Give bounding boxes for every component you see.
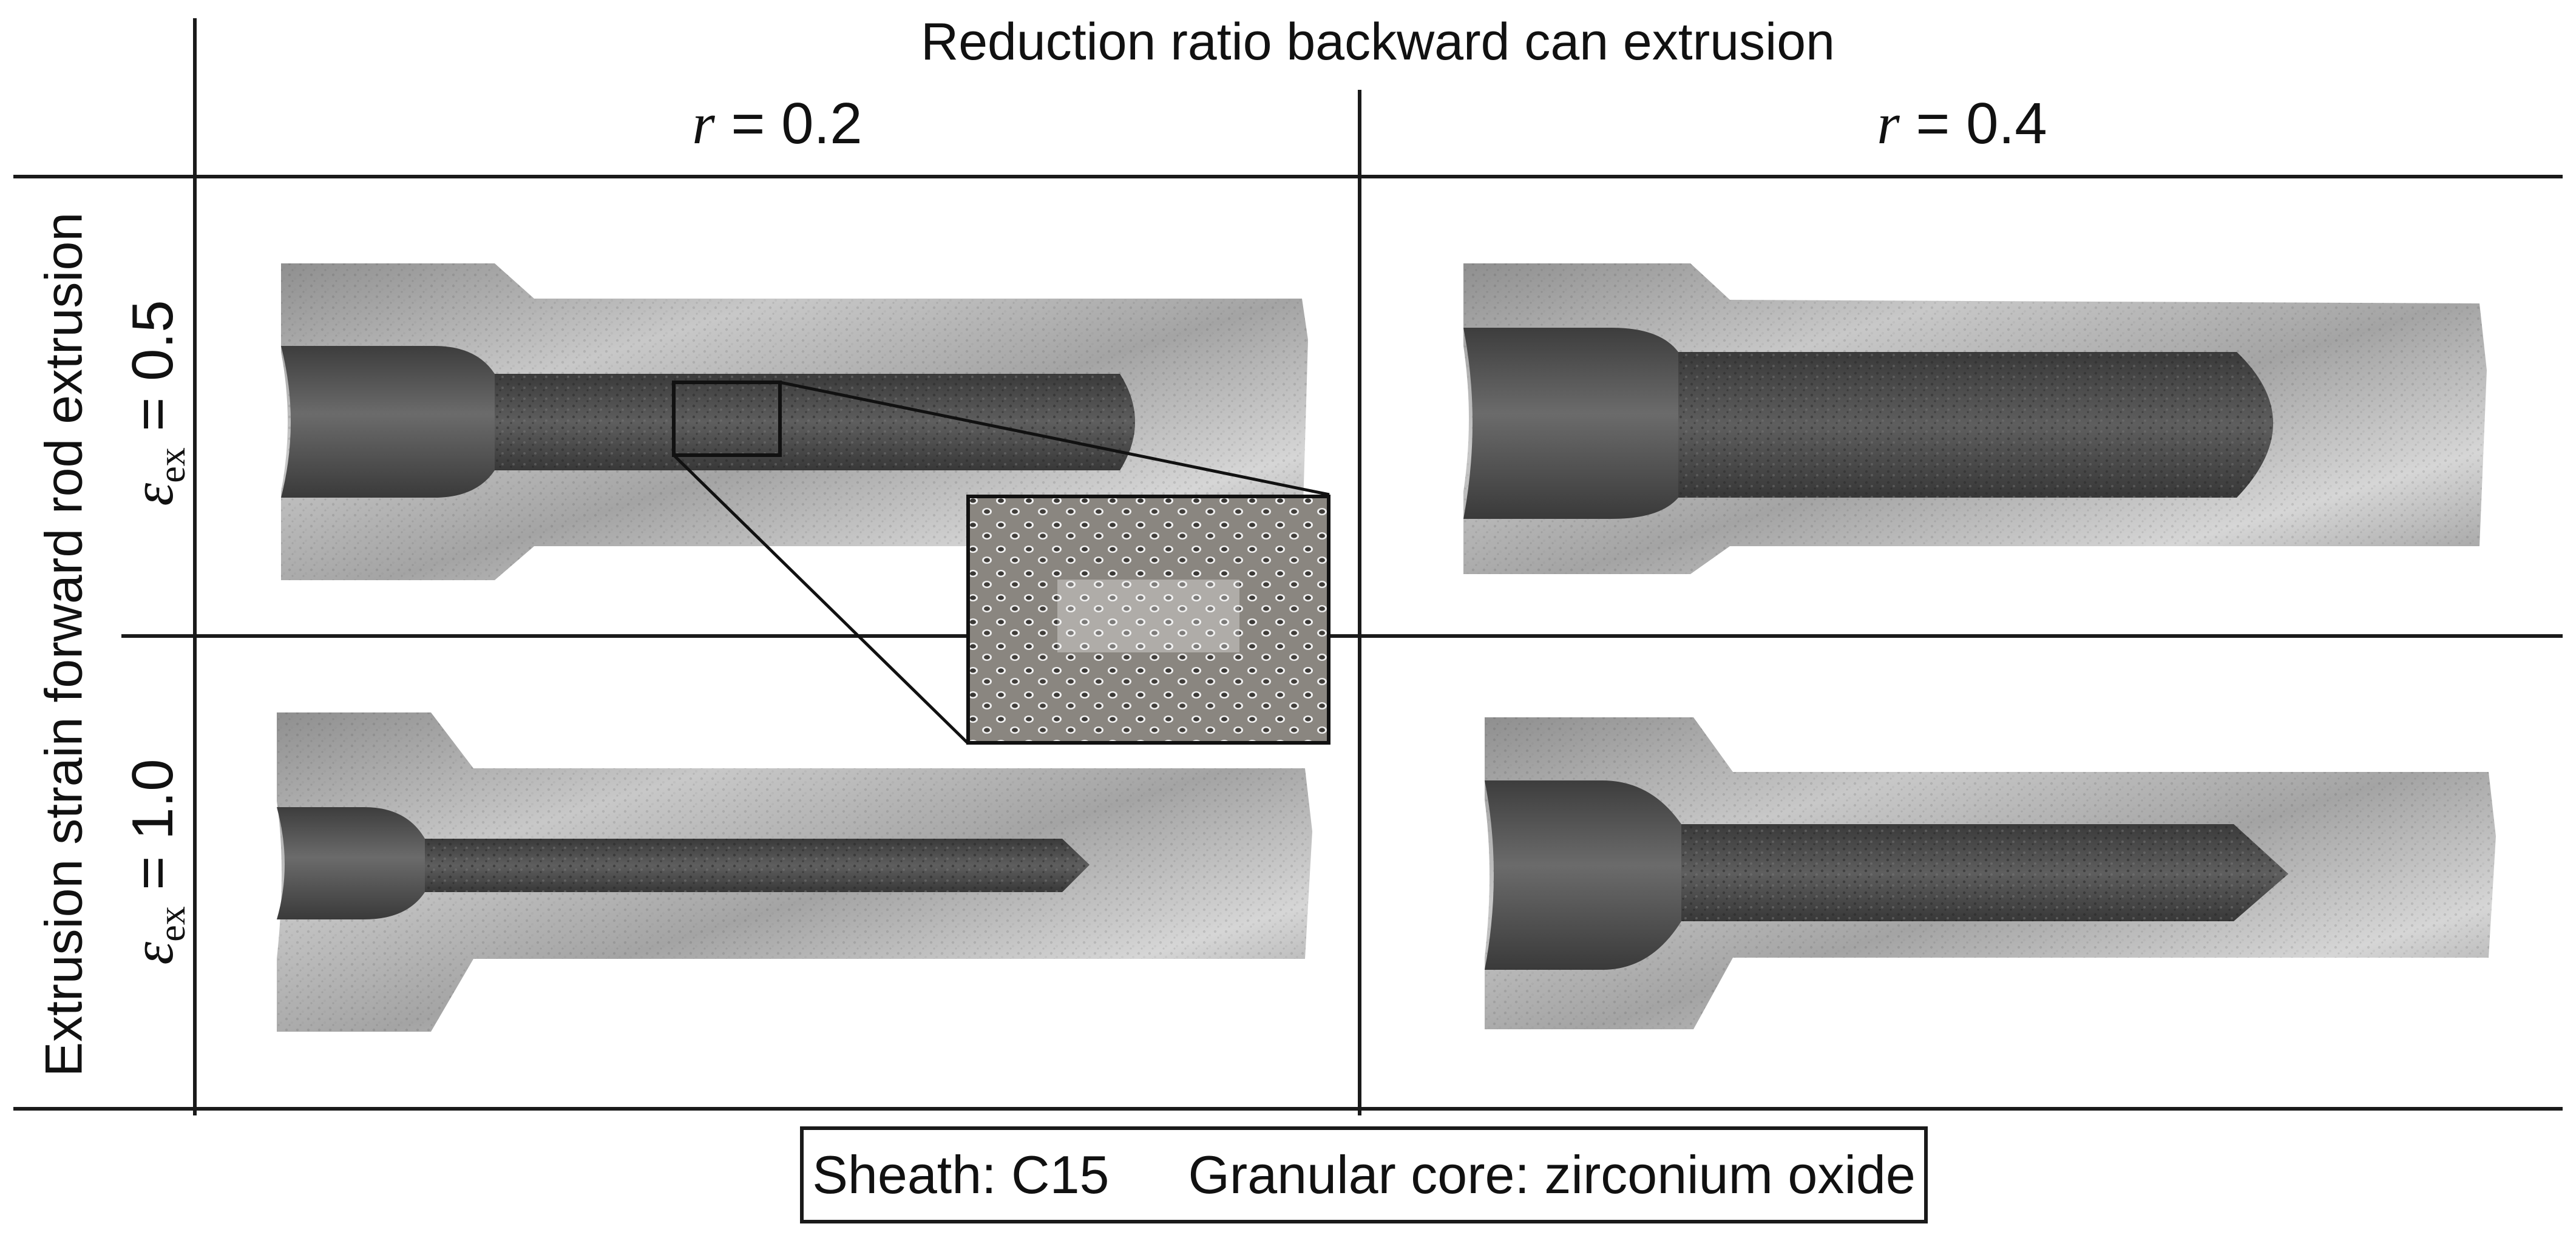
sheath-label: Sheath: C15 (812, 1145, 1110, 1205)
figure-header-title: Reduction ratio backward can extrusion (921, 13, 1835, 71)
specimen-photo-r04-e05 (1463, 263, 2487, 574)
specimen-photo-r02-e10 (277, 712, 1312, 1032)
grid-line-header-bottom (13, 175, 2563, 178)
column-value: = 0.4 (1899, 91, 2047, 156)
grid-line-middle (1358, 90, 1361, 1115)
grid-line-table-bottom (13, 1107, 2563, 1111)
grid-line-row-split (121, 634, 2563, 638)
column-value: = 0.2 (714, 91, 863, 156)
column-variable: r (1877, 91, 1900, 156)
grid-line-left (193, 18, 197, 1115)
column-header-r-0-2: r = 0.2 (197, 90, 1358, 157)
magnified-granular-surface-inset (966, 495, 1330, 745)
core-label: Granular core: zirconium oxide (1188, 1145, 1916, 1205)
column-variable: r (692, 91, 715, 156)
material-caption-box: Sheath: C15 Granular core: zirconium oxi… (800, 1126, 1928, 1223)
specimen-photo-r04-e10 (1485, 717, 2496, 1029)
column-header-r-0-4: r = 0.4 (1361, 90, 2563, 157)
